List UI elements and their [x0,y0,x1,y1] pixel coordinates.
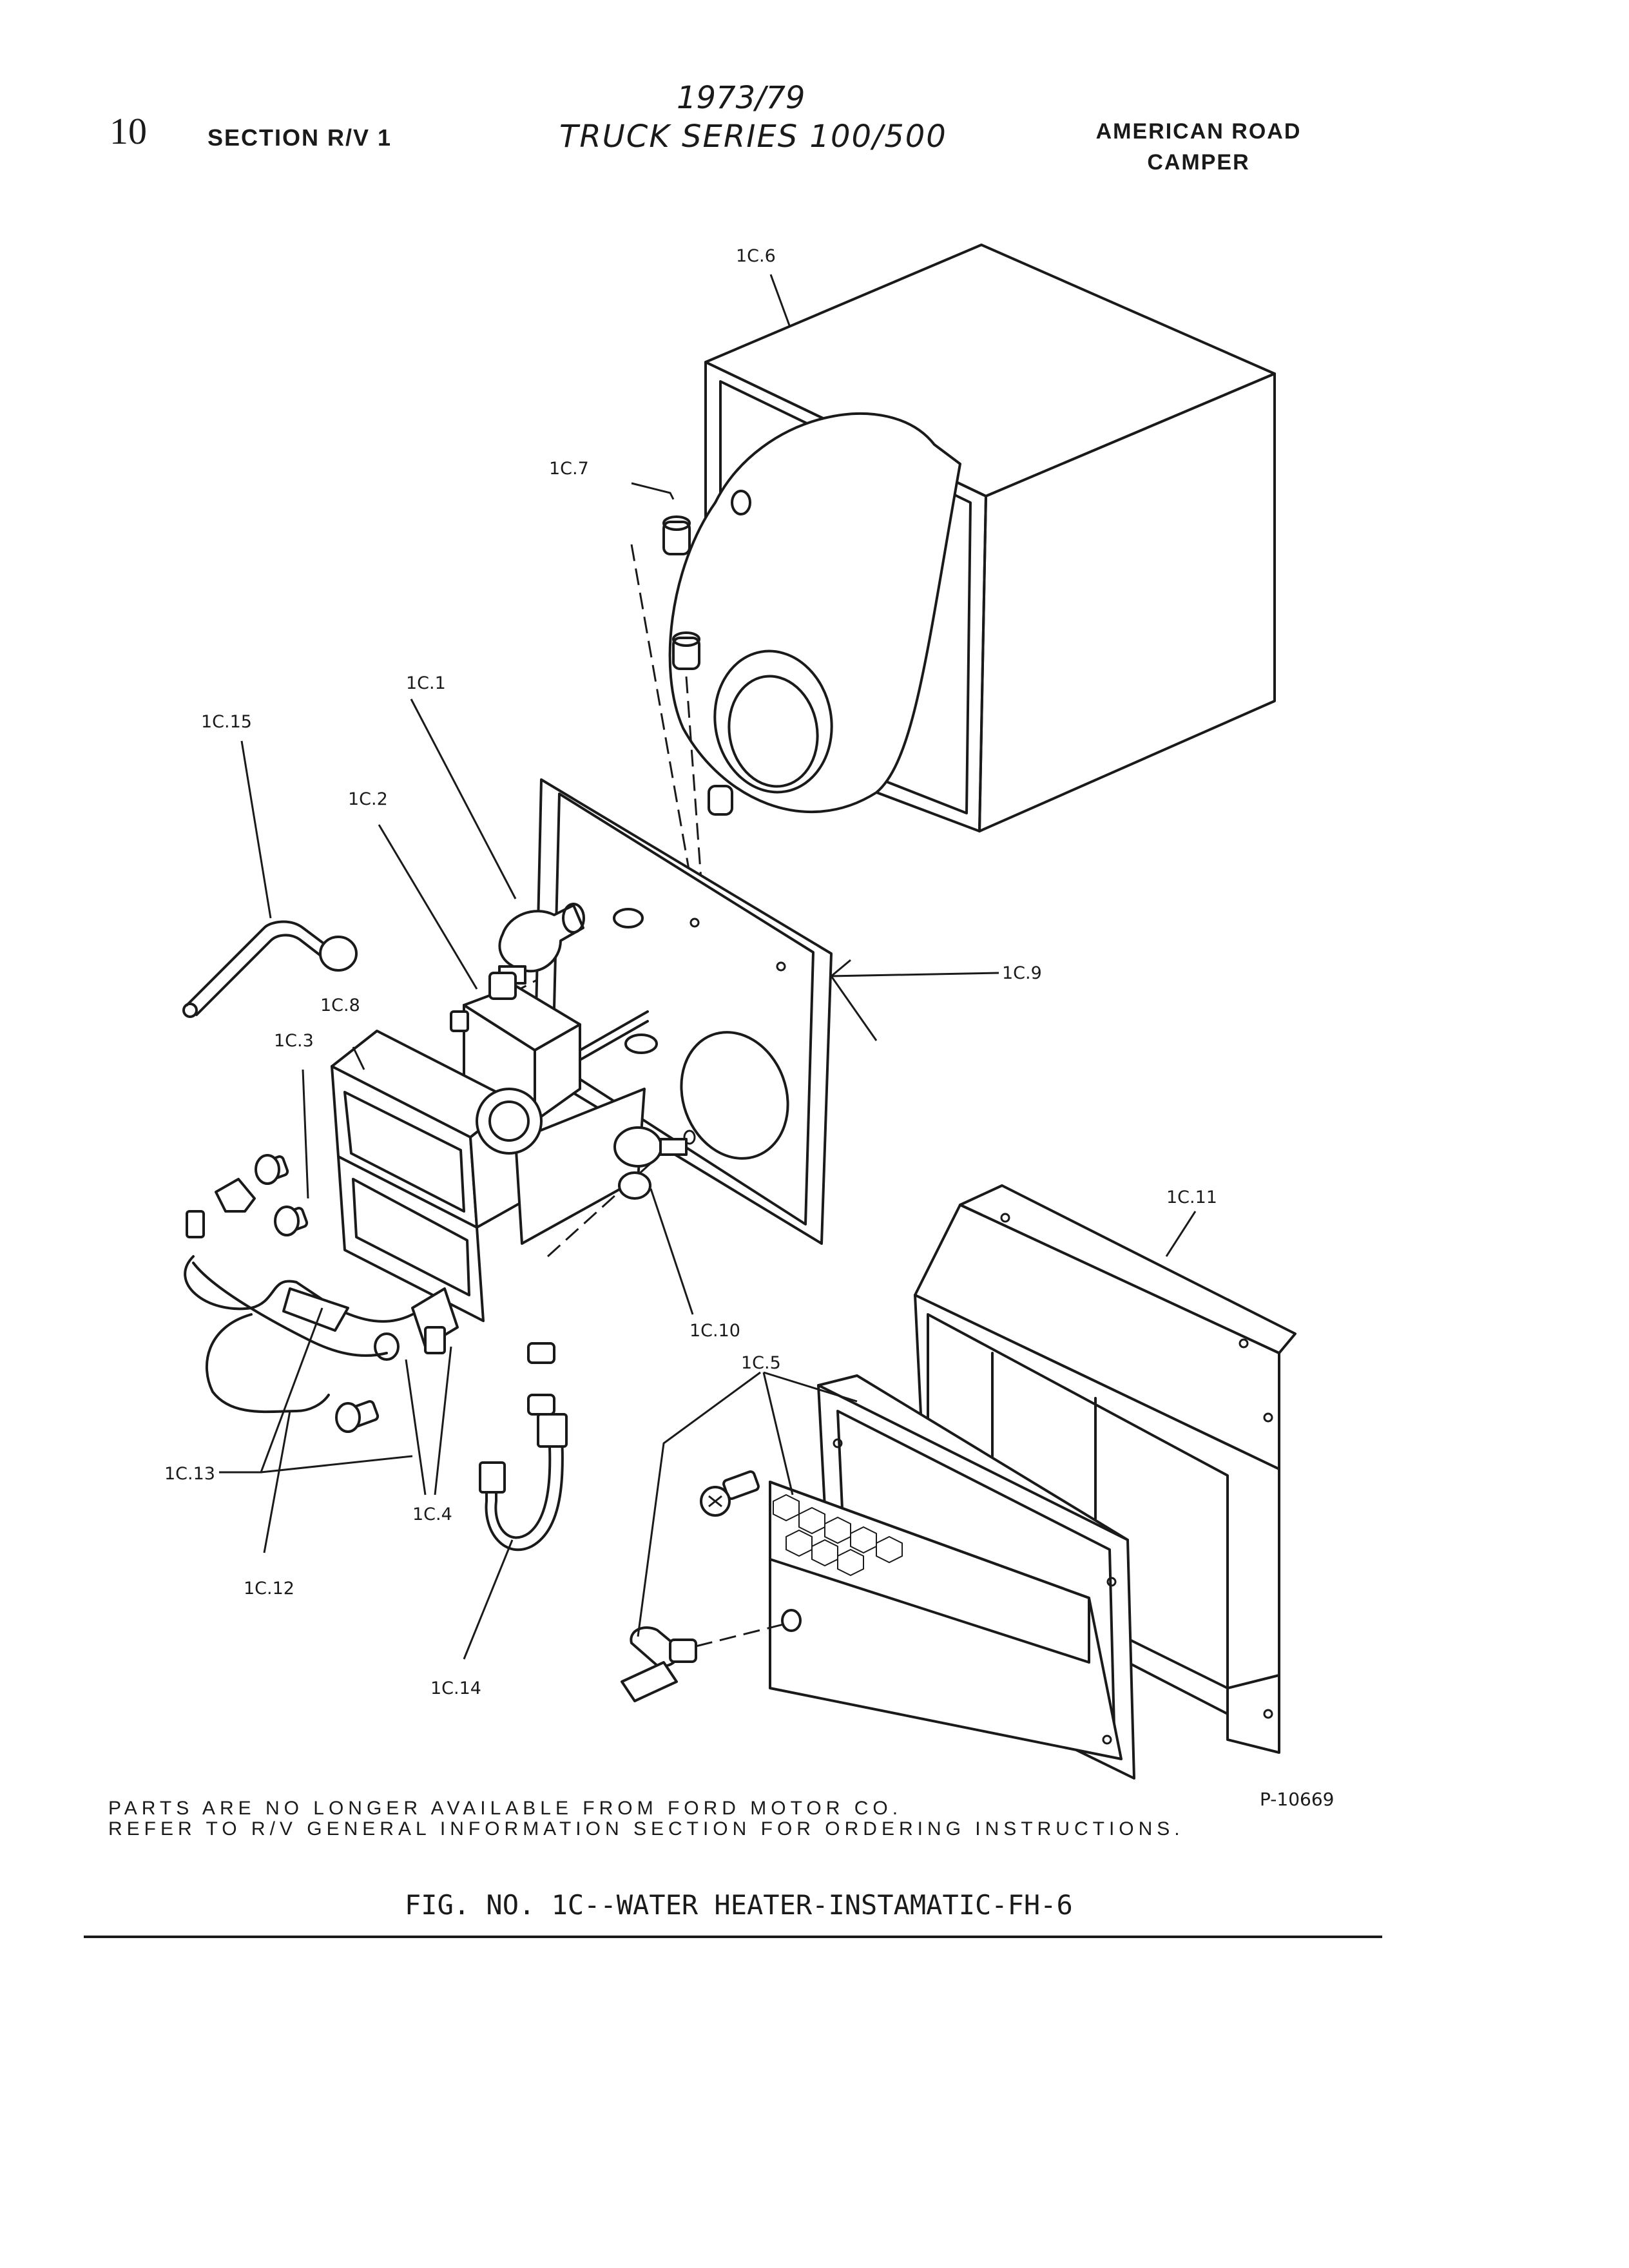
callout-1c3: 1C.3 [274,1031,314,1051]
plate-number: P-10669 [1260,1789,1335,1810]
mounting-plate-1c9 [535,780,831,1244]
figure-caption: FIG. NO. 1C--WATER HEATER-INSTAMATIC-FH-… [405,1889,1073,1921]
callout-1c13: 1C.13 [164,1464,215,1484]
access-door-1c5 [770,1376,1134,1778]
callout-1c7: 1C.7 [549,459,589,479]
callout-1c5: 1C.5 [741,1353,781,1373]
model-years: 1973/79 [677,80,805,116]
callout-1c8: 1C.8 [320,995,360,1015]
callout-1c6: 1C.6 [736,246,776,266]
callout-1c12: 1C.12 [244,1579,294,1599]
page-number: 10 [110,110,147,152]
company-name: AMERICAN ROAD CAMPER [1095,119,1302,175]
callout-1c2: 1C.2 [348,789,388,809]
callout-1c10: 1C.10 [689,1321,740,1341]
callout-1c15: 1C.15 [201,712,252,732]
callout-1c1: 1C.1 [406,673,446,693]
callout-1c14: 1C.14 [430,1678,481,1698]
flex-connector-1c14 [480,1414,566,1550]
leader-lines [219,274,1195,1659]
ordering-note: REFER TO R/V GENERAL INFORMATION SECTION… [108,1818,1184,1840]
thermostat-1c10 [615,1128,686,1198]
thermocouple-tubing [185,1256,458,1412]
gas-line-1c15 [184,922,356,1017]
section-title: SECTION R/V 1 [207,124,392,151]
burner-housing-1c8 [332,1031,644,1321]
water-tank-1c7 [664,414,960,814]
callout-1c9: 1C.9 [1002,963,1042,983]
gas-valve-1c2 [451,973,648,1121]
callout-1c11: 1C.11 [1166,1187,1217,1207]
caption-rule [84,1936,1382,1938]
truck-series: TRUCK SERIES 100/500 [559,119,947,155]
availability-note: PARTS ARE NO LONGER AVAILABLE FROM FORD … [108,1798,903,1819]
callout-1c4: 1C.4 [412,1504,452,1524]
door-hardware [622,1470,786,1701]
